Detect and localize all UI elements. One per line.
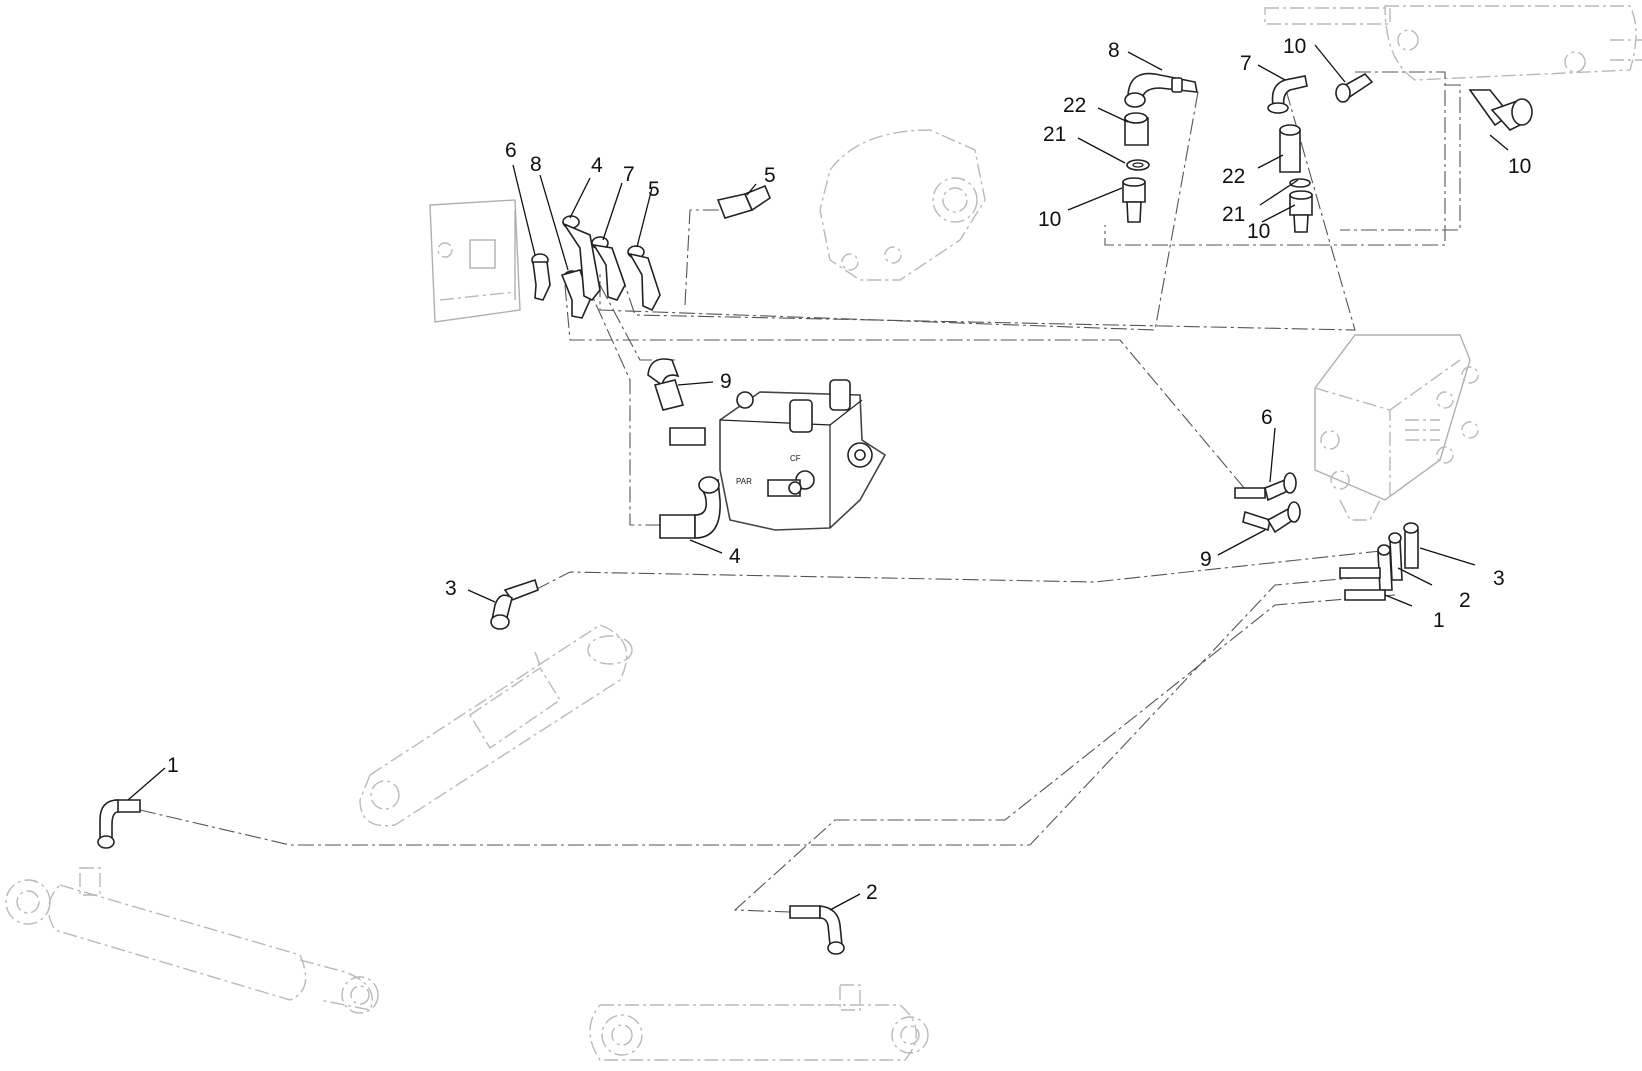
fitting-10-mid xyxy=(1289,190,1313,233)
callout-5-left: 5 xyxy=(648,178,660,201)
valve-block-center: CF PAR xyxy=(669,379,887,531)
ghost-steering-pump xyxy=(819,129,986,281)
callout-10-top: 10 xyxy=(1038,208,1061,231)
fitting-1-left xyxy=(97,799,141,849)
fitting-4-valve xyxy=(659,476,721,539)
callout-6-right: 6 xyxy=(1261,406,1273,429)
fitting-22-mid xyxy=(1279,124,1301,173)
callout-8-left: 8 xyxy=(530,153,542,176)
fitting-3-left xyxy=(490,578,539,630)
ghost-cylinder-middle xyxy=(359,624,633,827)
callout-21-top: 21 xyxy=(1043,123,1066,146)
callout-4-left: 4 xyxy=(591,154,603,177)
callout-labels: 8 22 21 10 7 10 22 21 10 10 6 8 4 7 5 5 … xyxy=(167,35,1531,904)
callout-10-topr: 10 xyxy=(1283,35,1306,58)
ghost-cylinder-top-right xyxy=(1264,5,1642,81)
callout-4-valve: 4 xyxy=(729,545,741,568)
callout-3-left: 3 xyxy=(445,577,457,600)
callout-9-valve: 9 xyxy=(720,370,732,393)
fitting-9-right xyxy=(1242,501,1301,534)
fitting-5-left xyxy=(627,245,661,312)
fitting-21-mid xyxy=(1289,178,1311,188)
fitting-9-valve xyxy=(647,358,685,411)
callout-2-bottom: 2 xyxy=(866,881,878,904)
fitting-8-top xyxy=(1124,72,1198,108)
ghost-cylinder-bottom-center xyxy=(589,984,929,1061)
callout-10-mid: 10 xyxy=(1247,220,1270,243)
hose-routing xyxy=(139,71,1461,913)
ghost-valve-block-right xyxy=(1314,334,1479,521)
fitting-4-left xyxy=(561,215,601,302)
callout-22-mid: 22 xyxy=(1222,165,1245,188)
callout-9-right: 9 xyxy=(1200,548,1212,571)
callout-10-right: 10 xyxy=(1508,155,1531,178)
fitting-21-top xyxy=(1126,159,1150,171)
fitting-10-topr xyxy=(1335,72,1374,103)
fitting-10-top xyxy=(1122,177,1146,223)
callout-6-left: 6 xyxy=(505,139,517,162)
callout-1-right: 1 xyxy=(1433,609,1445,632)
fitting-7-topr xyxy=(1267,75,1308,114)
ghost-cylinder-bottom-left xyxy=(5,867,379,1014)
callout-5-topmid: 5 xyxy=(764,164,776,187)
callout-22-top: 22 xyxy=(1063,94,1086,117)
fitting-2-bottom xyxy=(789,905,845,955)
fitting-5-topmid xyxy=(716,184,771,219)
callout-8-top: 8 xyxy=(1108,39,1120,62)
callout-2-right: 2 xyxy=(1459,589,1471,612)
valve-port-cf: CF xyxy=(790,454,801,463)
ghost-steering-unit xyxy=(429,199,521,323)
fitting-6-right xyxy=(1234,472,1297,502)
leader-lines xyxy=(127,44,1509,911)
callout-7-left: 7 xyxy=(623,163,635,186)
fitting-7-left xyxy=(591,236,626,301)
fitting-cluster-right xyxy=(1339,522,1419,601)
fitting-6-left xyxy=(531,253,551,301)
valve-port-par: PAR xyxy=(736,477,752,486)
callout-1-left: 1 xyxy=(167,754,179,777)
callout-7-topr: 7 xyxy=(1240,52,1252,75)
fitting-10-right xyxy=(1468,89,1533,131)
callout-3-right: 3 xyxy=(1493,567,1505,590)
callout-21-mid: 21 xyxy=(1222,203,1245,226)
fitting-22-top xyxy=(1124,112,1149,146)
